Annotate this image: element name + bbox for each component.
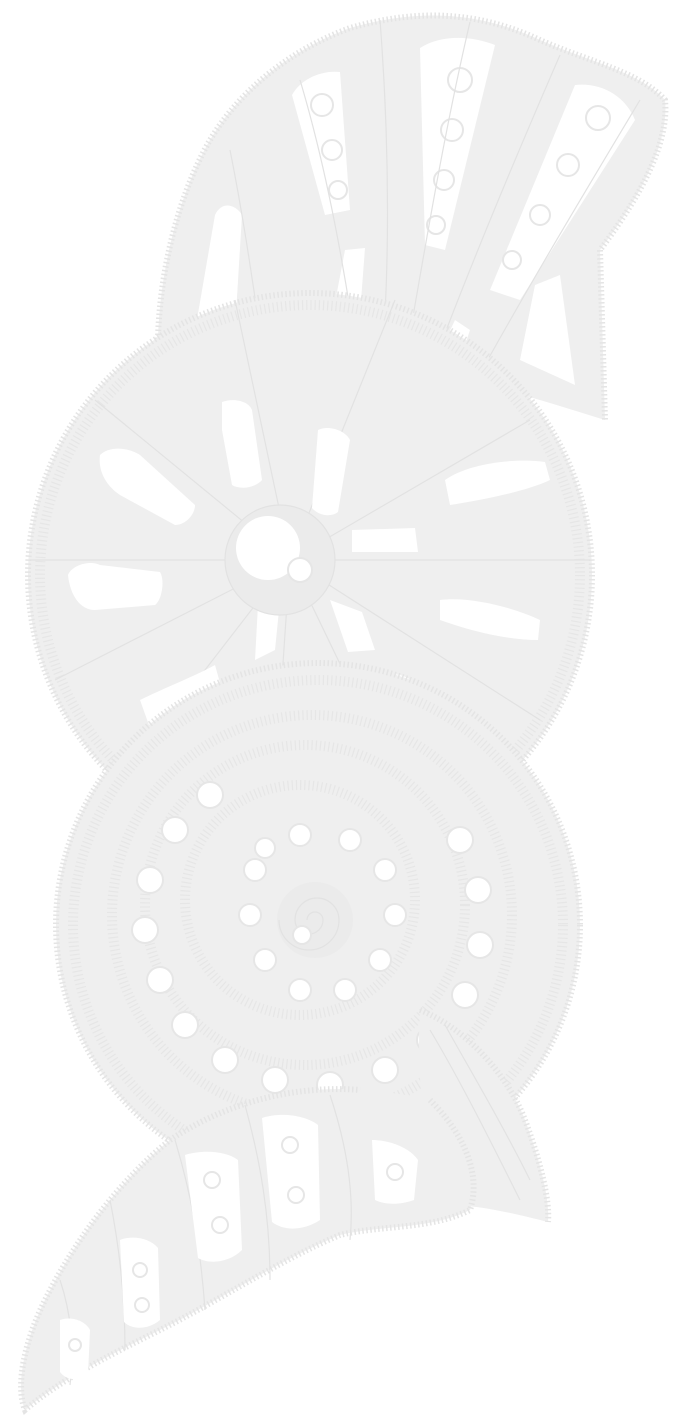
conch-shell <box>18 1086 477 1415</box>
spiral-inner-stars <box>238 823 407 1002</box>
